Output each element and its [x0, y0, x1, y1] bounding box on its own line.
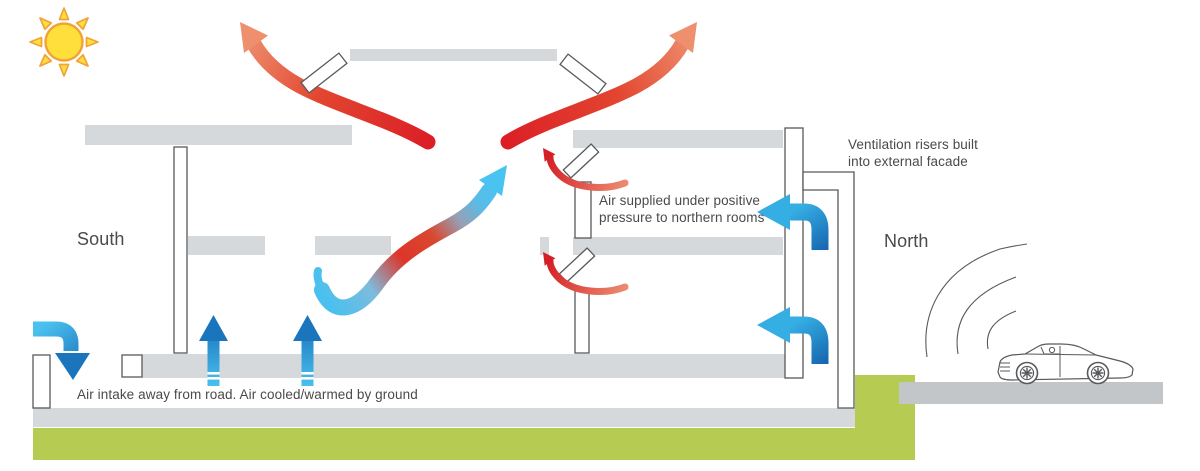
road-surface — [899, 382, 1163, 404]
roof-slab — [350, 49, 557, 61]
car-mirror — [1048, 346, 1056, 354]
exhaust-arrow-left-head — [240, 22, 268, 53]
exhaust-arrow-right-head — [669, 22, 697, 53]
north-ceiling-slab — [573, 130, 783, 148]
label-air-supplied-line2: pressure to northern rooms — [599, 209, 765, 225]
atrium-arrow-head — [479, 165, 507, 196]
label-south: South — [77, 229, 125, 249]
supply-arrow-upper-head — [543, 148, 556, 162]
north-wall-upper — [574, 181, 592, 239]
room-supply-arrows — [543, 148, 629, 295]
atrium-airflow-arrow — [313, 165, 507, 316]
label-air-supplied-line1: Air supplied under positive — [599, 193, 761, 208]
ventilation-riser-outer — [802, 171, 855, 409]
intake-duct — [32, 354, 51, 409]
riser-arrow-lower-head — [757, 307, 790, 343]
south-mid-slab-left — [188, 236, 265, 255]
riser-arrow-upper-head — [757, 194, 790, 230]
label-air-intake: Air intake away from road. Air cooled/wa… — [77, 387, 418, 402]
floor-up-arrow-right — [293, 315, 322, 386]
car-window — [1040, 346, 1061, 355]
south-mid-slab-right — [315, 236, 391, 255]
label-ventilation-risers: Ventilation risers built into external f… — [848, 137, 998, 170]
wind-deflection-lines — [925, 243, 1028, 358]
site-ground — [33, 375, 1163, 460]
roof-vent-right — [559, 53, 607, 95]
exhaust-arrow-right-body — [500, 36, 690, 150]
label-air-supplied: Air supplied under positive pressure to … — [599, 193, 789, 226]
up-arrow-dash — [301, 372, 314, 375]
atrium-arrow-body — [314, 183, 497, 316]
cool-air-arrows — [33, 194, 829, 386]
car-grille — [1000, 362, 1010, 372]
riser-arrow-lower-body — [789, 316, 829, 364]
label-north: North — [884, 231, 929, 251]
foundation-slab — [33, 408, 855, 427]
intake-arrow-head — [55, 353, 90, 380]
intake-plenum-box — [121, 354, 143, 378]
car-front-wheel — [1015, 361, 1039, 385]
floor-up-arrow-left — [199, 315, 228, 386]
supply-arrow-lower-head — [543, 252, 556, 266]
up-arrow-head — [199, 315, 228, 341]
up-arrow-dash — [207, 377, 220, 380]
up-arrow-head — [293, 315, 322, 341]
north-vent-upper — [562, 143, 600, 179]
north-wall-lower — [574, 289, 590, 354]
ground-floor-slab — [142, 354, 785, 378]
supply-arrow-lower-body — [546, 257, 629, 295]
riser-arrow-upper-body — [789, 203, 829, 250]
label-ventilation-risers-line1: Ventilation risers built — [848, 137, 978, 152]
south-ceiling-slab — [85, 125, 352, 145]
intake-arrow-body — [33, 321, 79, 351]
car-rear-wheel — [1086, 361, 1110, 385]
up-arrow-dash — [301, 377, 314, 380]
supply-arrow-upper-body — [546, 153, 629, 191]
sun-icon — [29, 7, 99, 77]
building-slabs — [85, 49, 785, 378]
north-mid-slab — [573, 237, 783, 255]
south-interior-wall — [173, 146, 188, 354]
car-icon — [997, 343, 1134, 385]
green-ground-band — [33, 428, 855, 460]
label-ventilation-risers-line2: into external facade — [848, 153, 968, 169]
north-mid-slab-stub — [540, 237, 549, 255]
up-arrow-dash — [207, 372, 220, 375]
roof-vent-left — [300, 52, 348, 94]
